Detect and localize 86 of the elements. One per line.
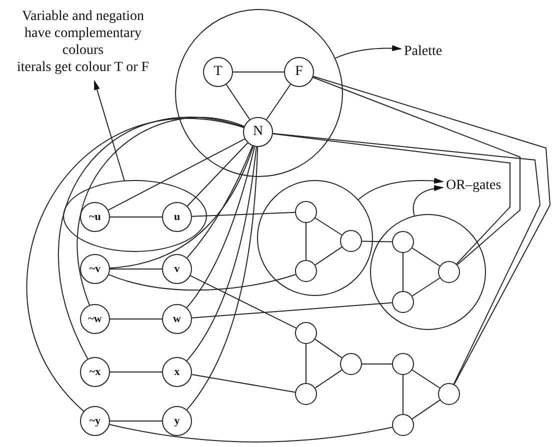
vertex-label: ~w [88, 314, 102, 324]
graph-edge [226, 84, 250, 120]
vertex-label: ~v [89, 264, 101, 274]
vertex-label: v [174, 264, 180, 274]
graph-edge [272, 133, 510, 264]
vertex-circle [392, 353, 414, 375]
vertex-circle [295, 322, 317, 344]
group-ellipse [63, 180, 207, 252]
annotation-text: OR–gates [446, 178, 502, 193]
graph-edge [412, 400, 440, 420]
graph-edge [76, 117, 245, 306]
graph-edge [312, 76, 550, 385]
graph-edge [266, 84, 291, 120]
graph-edge [362, 240, 392, 242]
graph-edge [190, 275, 297, 329]
graph-edge [314, 338, 342, 358]
vertex-circle [284, 57, 314, 87]
graph-edge [402, 252, 404, 292]
graph-edge [108, 138, 246, 211]
graph-edge [272, 133, 541, 385]
annotation-text: Palette [404, 44, 442, 59]
vertex-circle [203, 57, 233, 87]
vertex-label: N [252, 125, 264, 139]
vertex-circle [295, 260, 317, 282]
group-circle [257, 180, 373, 296]
annotation-text: iterals get colour T or F [16, 59, 150, 76]
graph-edge [412, 370, 440, 388]
vertex-label: ~y [89, 416, 101, 426]
graph-edge [402, 374, 404, 414]
graph-edge [186, 146, 256, 308]
vertex-circle [295, 383, 317, 405]
vertex-circle [340, 230, 362, 252]
graph-edge [109, 424, 393, 442]
vertex-circle [340, 353, 362, 375]
graph-edge [192, 212, 296, 217]
vertex-circle [80, 406, 110, 436]
vertex-circle [162, 304, 192, 334]
vertex-circle [295, 201, 317, 223]
vertex-circle [243, 117, 273, 147]
vertex-label: u [174, 212, 180, 222]
vertex-label: ~x [89, 366, 101, 378]
vertex-circle [80, 202, 110, 232]
graph-edge [186, 146, 257, 362]
graph-edge [192, 302, 392, 318]
vertex-circle [438, 383, 460, 405]
group-circle [370, 214, 486, 330]
graph-edge [110, 420, 162, 422]
vertex-circle [162, 406, 192, 436]
vertex-circle [80, 357, 110, 387]
graph-edge [58, 117, 244, 360]
graph-edge [186, 142, 248, 207]
vertex-label: w [173, 314, 181, 324]
pointer-arrow [412, 185, 444, 216]
group-circle [175, 9, 343, 177]
graph-edge [412, 278, 440, 296]
vertex-circle [80, 304, 110, 334]
graph-edge [110, 318, 162, 320]
graph-edge [26, 118, 244, 412]
vertex-label: T [214, 65, 222, 79]
vertex-circle [392, 291, 414, 313]
vertex-circle [80, 254, 110, 284]
graph-edge [312, 76, 520, 266]
pointer-arrow [94, 80, 125, 181]
vertex-circle [392, 231, 414, 253]
vertex-label: F [295, 65, 303, 79]
graph-edge [186, 145, 253, 258]
graph-edge [110, 146, 254, 269]
vertex-label: ~u [89, 212, 101, 222]
vertex-circle [162, 202, 192, 232]
graph-edge [314, 218, 342, 236]
vertex-circle [162, 254, 192, 284]
vertex-circle [392, 414, 414, 436]
vertex-circle [438, 261, 460, 283]
graph-edge [191, 374, 296, 393]
pointer-arrow [334, 45, 402, 59]
graph-edge [108, 274, 296, 291]
vertex-label: y [174, 416, 180, 426]
graph-edge [186, 146, 258, 410]
graph-edge [314, 370, 342, 388]
vertex-circle [162, 357, 192, 387]
graph-edge [110, 268, 162, 270]
vertex-label: x [174, 366, 180, 378]
graph-edge [412, 248, 440, 266]
graph-edge [110, 216, 162, 218]
graph-edge [314, 246, 342, 266]
pointer-arrow [358, 178, 444, 200]
